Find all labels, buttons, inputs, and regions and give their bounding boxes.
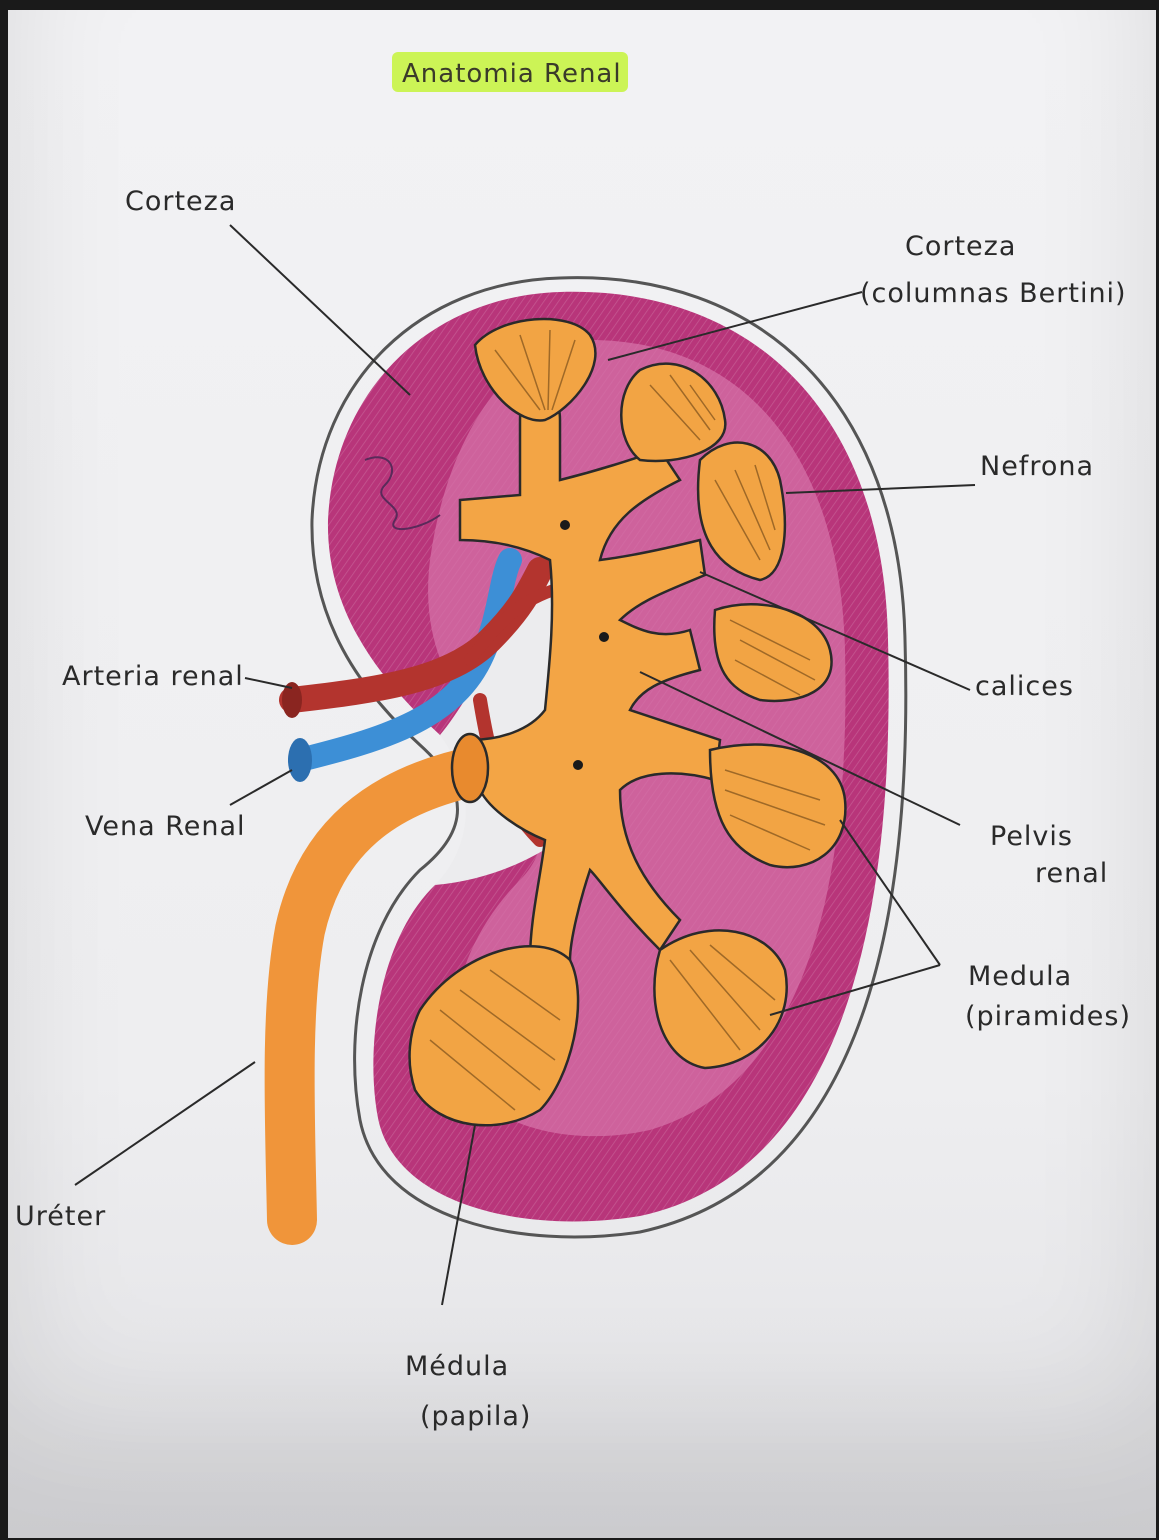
label-calices: calices xyxy=(975,671,1074,702)
label-corteza: Corteza xyxy=(125,186,236,217)
label-medula-piramides-line1: Medula xyxy=(968,961,1072,992)
label-corteza-columnas-line1: Corteza xyxy=(905,231,1016,262)
label-medula-papila-line2: (papila) xyxy=(420,1401,531,1432)
page-title: Anatomia Renal xyxy=(402,59,622,89)
label-nefrona: Nefrona xyxy=(980,451,1094,482)
label-pelvis-renal-line2: renal xyxy=(1035,858,1108,889)
label-vena-renal: Vena Renal xyxy=(85,811,246,842)
label-pelvis-renal-line1: Pelvis xyxy=(990,821,1073,852)
ureter-cut xyxy=(452,734,488,802)
label-ureter: Uréter xyxy=(15,1201,106,1232)
label-medula-piramides-line2: (piramides) xyxy=(965,1001,1131,1032)
label-corteza-columnas-line2: (columnas Bertini) xyxy=(860,278,1127,309)
label-arteria-renal: Arteria renal xyxy=(62,661,244,692)
renal-vein-end xyxy=(288,738,312,782)
label-medula-papila-line1: Médula xyxy=(405,1351,509,1382)
